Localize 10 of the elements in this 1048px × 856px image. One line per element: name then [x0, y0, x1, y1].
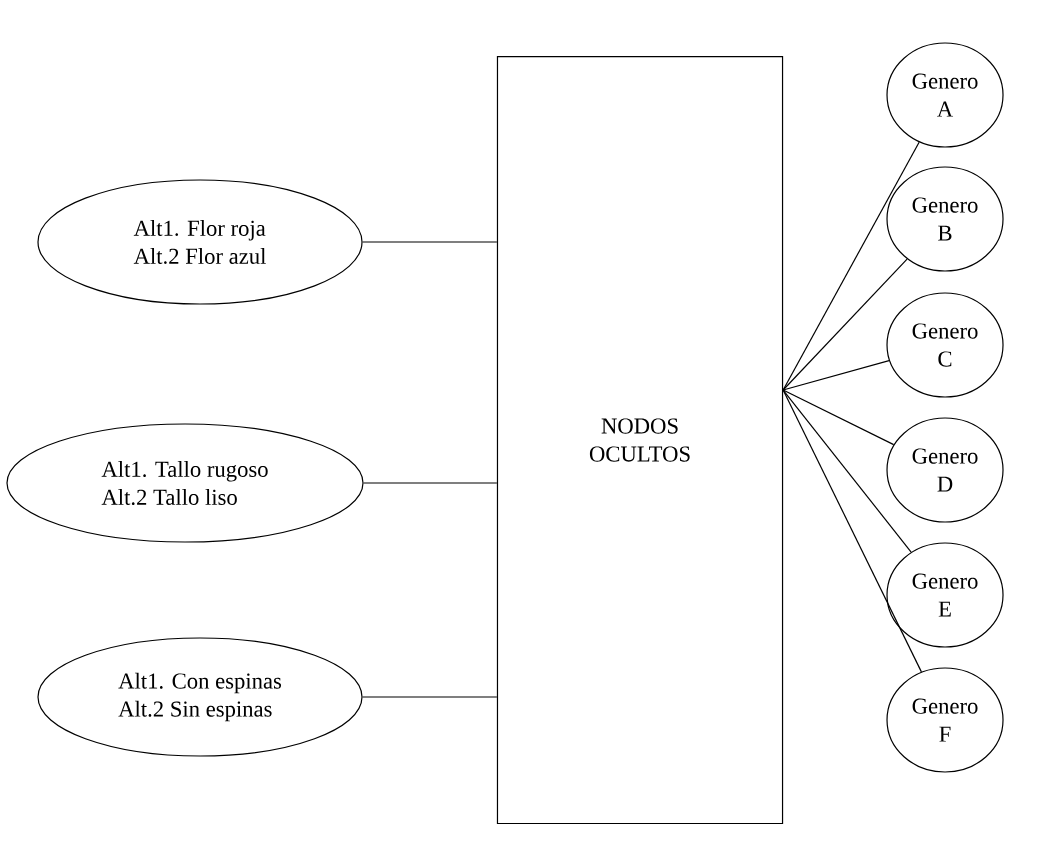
connector-line: [782, 389, 895, 446]
connector-line: [362, 241, 498, 243]
connector-line: [782, 359, 890, 391]
hidden-layer-box: NODOS OCULTOS: [496, 55, 784, 825]
connector-line: [362, 696, 498, 698]
connector-line: [363, 482, 498, 484]
connector-line: [782, 389, 912, 553]
connector-line: [782, 141, 920, 391]
connector-line: [782, 389, 922, 673]
connector-line: [782, 258, 908, 391]
